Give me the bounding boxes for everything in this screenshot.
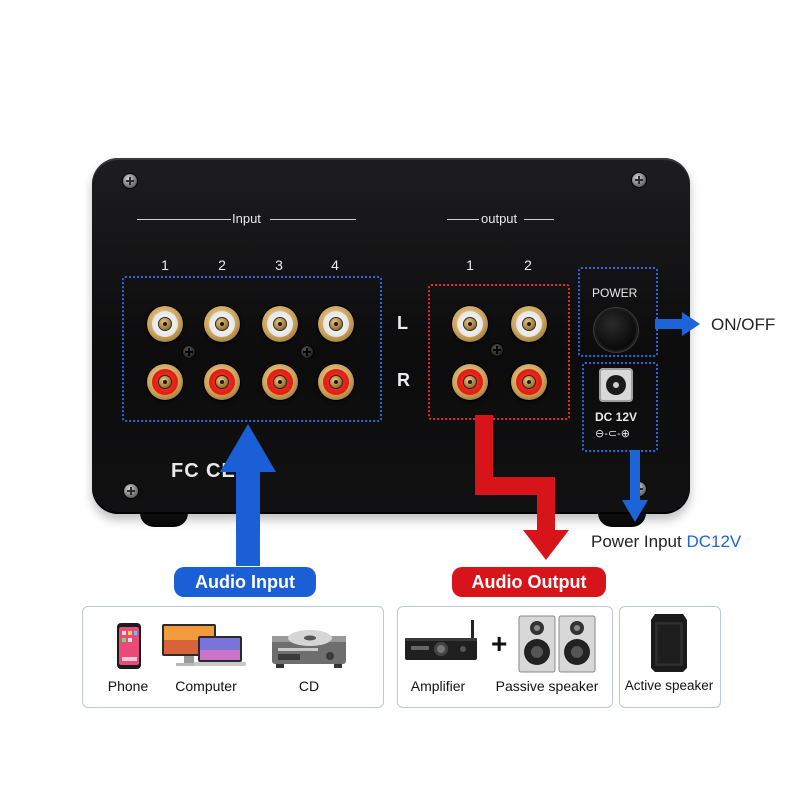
computer-icon <box>162 624 246 666</box>
channel-left-label: L <box>397 313 408 333</box>
fcc-logo: FC <box>171 460 200 482</box>
output-label-passive-speaker: Passive speaker <box>495 678 599 694</box>
audio-input-badge: Audio Input <box>174 567 316 597</box>
output-header-label: output <box>481 211 518 226</box>
power-label: POWER <box>592 286 638 300</box>
output-label-active-speaker: Active speaker <box>624 678 714 693</box>
dc-input-zone <box>582 362 658 452</box>
input-3-left-jack[interactable] <box>262 306 298 342</box>
screw-icon <box>124 484 138 498</box>
output-2-left-jack[interactable] <box>511 306 547 342</box>
output-number-2: 2 <box>524 257 532 273</box>
source-label-computer: Computer <box>175 678 237 694</box>
channel-right-label: R <box>397 370 410 390</box>
passive-speaker-icon <box>518 615 596 673</box>
audio-output-arrow-icon <box>475 415 569 560</box>
on-off-label: ON/OFF <box>711 315 776 334</box>
on-off-arrow-icon <box>655 312 700 336</box>
source-label-phone: Phone <box>107 678 149 694</box>
input-number-2: 2 <box>218 257 226 273</box>
power-input-value: DC12V <box>686 532 742 551</box>
power-button[interactable] <box>596 310 636 350</box>
input-2-left-jack[interactable] <box>204 306 240 342</box>
audio-output-badge: Audio Output <box>452 567 606 597</box>
output-number-1: 1 <box>466 257 474 273</box>
input-jack-zone <box>122 276 382 422</box>
audio-input-arrow-icon <box>220 424 276 566</box>
power-input-label: Power Input DC12V <box>591 532 741 552</box>
phone-icon <box>117 623 141 669</box>
screw-icon <box>632 173 646 187</box>
dc-power-jack[interactable] <box>599 368 633 402</box>
power-switch-zone <box>578 267 658 357</box>
dc-polarity-icon: ⊖-⊂-⊕ <box>595 428 630 440</box>
input-1-right-jack[interactable] <box>147 364 183 400</box>
output-1-left-jack[interactable] <box>452 306 488 342</box>
input-2-right-jack[interactable] <box>204 364 240 400</box>
output-header-line-right <box>524 219 554 220</box>
screw-icon <box>123 174 137 188</box>
input-4-right-jack[interactable] <box>318 364 354 400</box>
input-number-1: 1 <box>161 257 169 273</box>
output-jack-zone <box>428 284 570 420</box>
output-1-right-jack[interactable] <box>452 364 488 400</box>
input-number-4: 4 <box>331 257 339 273</box>
amplifier-icon <box>405 620 477 660</box>
source-label-cd: CD <box>298 678 320 694</box>
switcher-device-rear-panel <box>92 158 690 514</box>
screw-icon <box>301 346 313 358</box>
input-4-left-jack[interactable] <box>318 306 354 342</box>
output-header-line-left <box>447 219 479 220</box>
screw-icon <box>183 346 195 358</box>
input-header-line-right <box>270 219 356 220</box>
input-1-left-jack[interactable] <box>147 306 183 342</box>
input-header-label: Input <box>232 211 261 226</box>
dc-voltage-label: DC 12V <box>595 410 638 424</box>
cd-player-icon <box>272 630 346 668</box>
output-2-right-jack[interactable] <box>511 364 547 400</box>
active-speaker-icon <box>651 614 687 672</box>
plus-sign: + <box>491 628 508 659</box>
power-input-arrow-icon <box>622 450 648 522</box>
input-header-line-left <box>137 219 231 220</box>
power-input-prefix: Power Input <box>591 532 687 551</box>
input-3-right-jack[interactable] <box>262 364 298 400</box>
input-number-3: 3 <box>275 257 283 273</box>
screw-icon <box>491 344 503 356</box>
output-label-amplifier: Amplifier <box>410 678 466 694</box>
